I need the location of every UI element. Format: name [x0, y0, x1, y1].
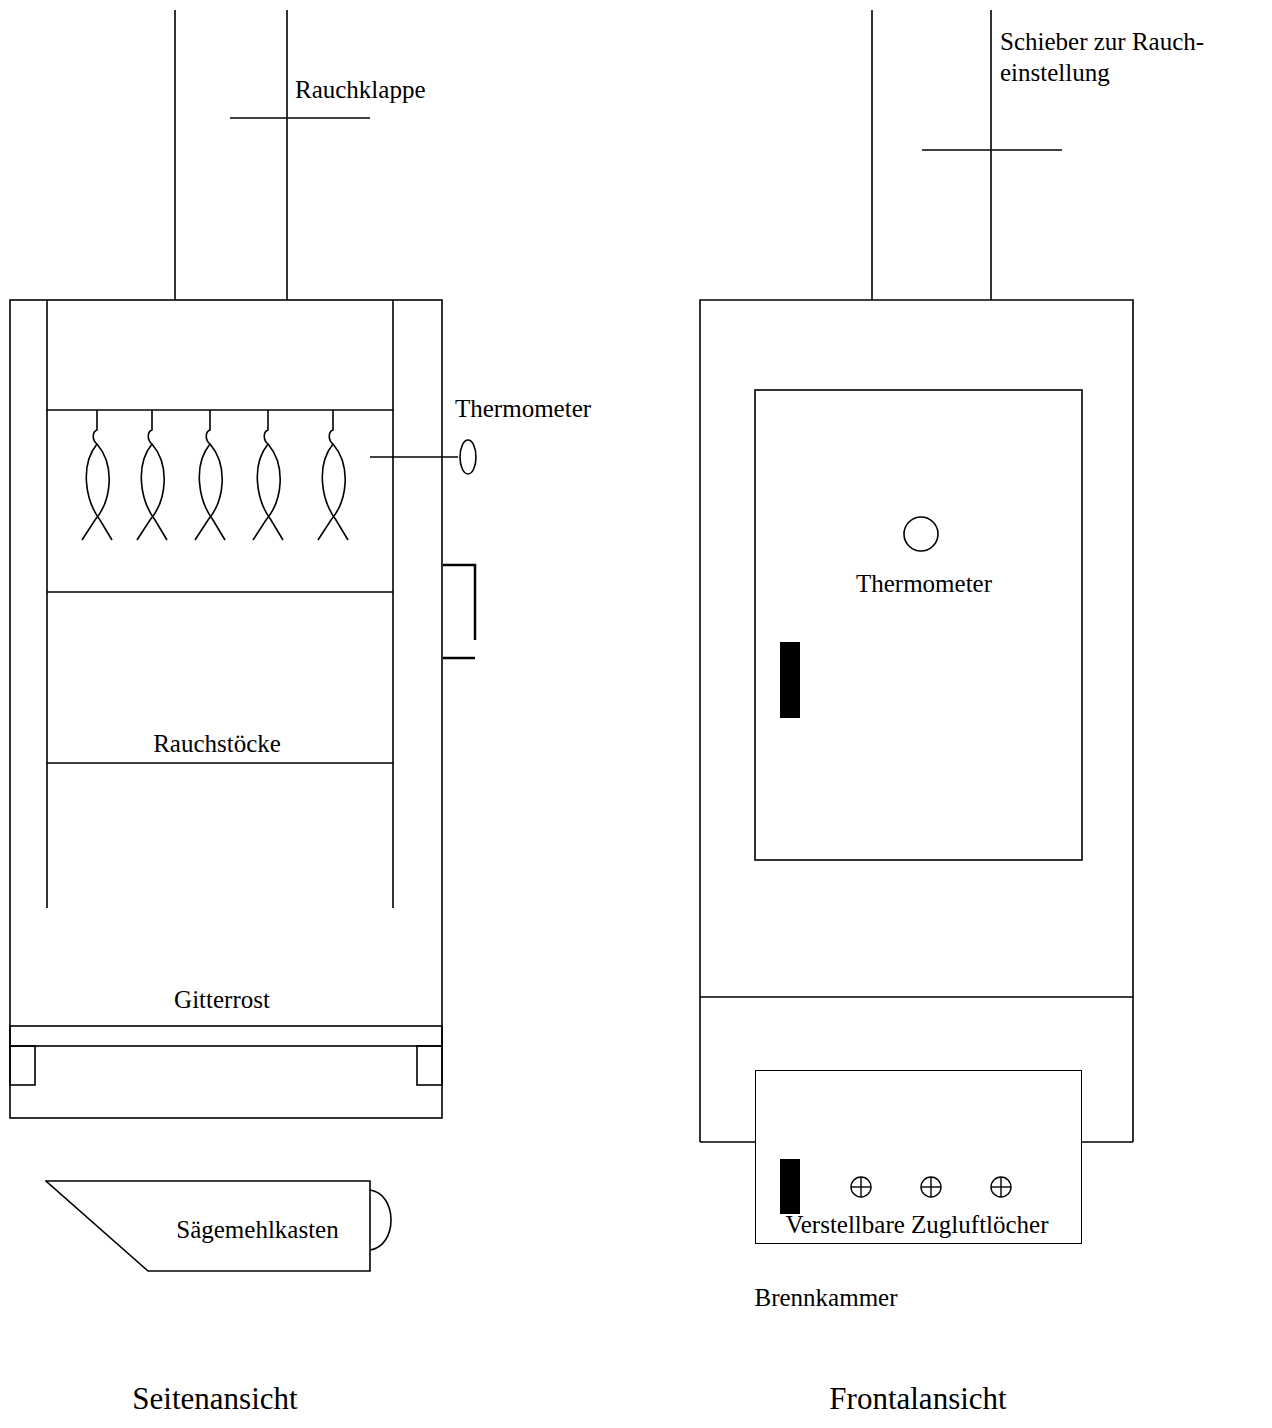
sawdust-drawer: Sägemehlkasten: [45, 1180, 395, 1272]
view-title: Frontalansicht: [829, 1380, 1006, 1419]
part-label: Thermometer: [455, 393, 591, 424]
part-label: Sägemehlkasten: [176, 1215, 338, 1245]
part-label: Rauchstöcke: [153, 728, 281, 759]
part-label: Verstellbare Zugluftlöcher: [785, 1210, 1048, 1240]
fish: [82, 410, 348, 540]
side-view: [10, 10, 476, 1118]
draft-hole: [851, 1177, 871, 1197]
part-heading: Brennkammer: [755, 1283, 898, 1313]
drawer-handle: [370, 1190, 391, 1250]
front-view: [700, 10, 1133, 1142]
draft-hole: [921, 1177, 941, 1197]
part-label: Thermometer: [856, 568, 992, 599]
part-label: Schieber zur Rauch- einstellung: [1000, 26, 1260, 89]
view-title: Seitenansicht: [132, 1380, 297, 1419]
draft-hole: [991, 1177, 1011, 1197]
chamber-handle: [780, 1159, 800, 1214]
combustion-chamber: Verstellbare ZugluftlöcherBrennkammer: [755, 1070, 1082, 1244]
drawer-body: [46, 1181, 370, 1271]
part-label: Rauchklappe: [295, 74, 426, 105]
part-label: Gitterrost: [174, 984, 270, 1015]
